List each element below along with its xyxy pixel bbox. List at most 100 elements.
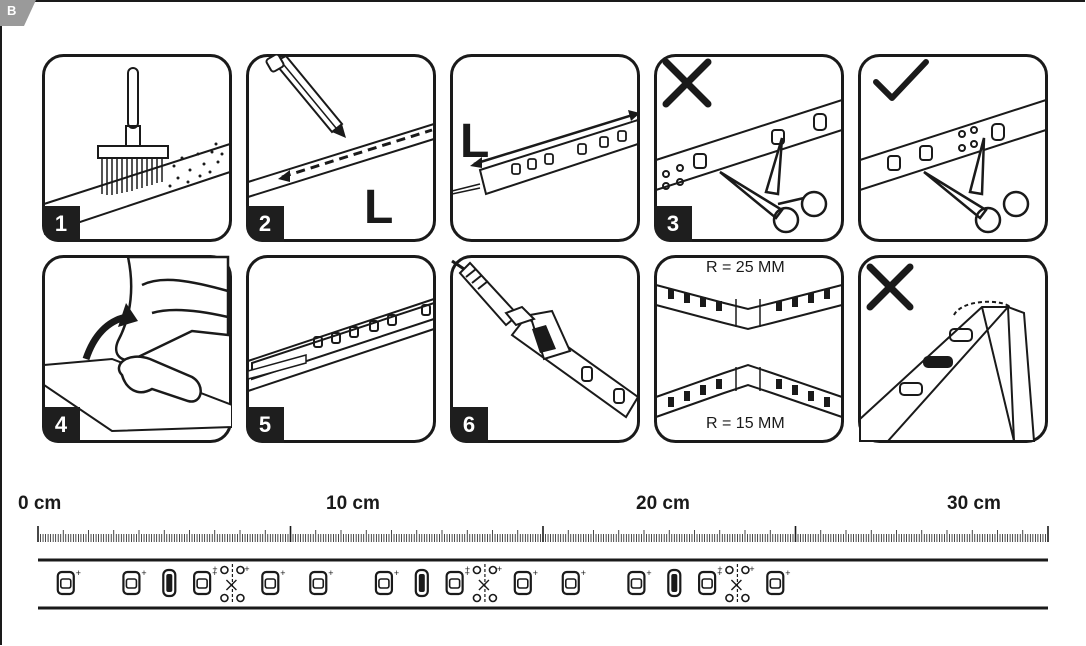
step-number-badge: 3	[654, 206, 692, 242]
no-sharp-bend-illustration	[858, 255, 1048, 443]
panel-no-sharp-bend	[858, 255, 1048, 443]
resistor-icon	[414, 568, 429, 598]
panel-strip-length: L	[450, 54, 640, 242]
led-chip-icon: +	[766, 568, 791, 596]
led-chips-icon	[511, 130, 627, 175]
length-letter: L	[364, 181, 394, 234]
led-chip-icon: +	[513, 568, 538, 596]
cut-correct-illustration	[858, 54, 1048, 242]
ruler-label-30: 30 cm	[947, 493, 1001, 514]
measure-length-illustration	[246, 54, 436, 242]
arrow-left-icon	[470, 157, 482, 168]
led-chip-icon: +	[445, 568, 470, 596]
svg-text:+: +	[717, 568, 722, 578]
led-chips-icon	[581, 366, 625, 404]
svg-text:+: +	[646, 568, 651, 578]
step-number-badge: 4	[42, 407, 80, 443]
panel-connect-power: 6	[450, 255, 640, 443]
dimension-arrow	[473, 112, 637, 166]
cut-wrong-illustration	[654, 54, 844, 242]
radius-label-bottom: R = 15 MM	[706, 415, 785, 432]
svg-text:+: +	[76, 568, 81, 578]
measurement-ruler	[37, 526, 1049, 542]
svg-text:+: +	[465, 568, 470, 578]
panel-bend-radius: R = 25 MM R = 15 MM	[654, 255, 844, 443]
pencil-icon	[265, 54, 346, 138]
panel-cut-wrong: 3	[654, 54, 844, 242]
led-chip-icon: +	[374, 568, 399, 596]
wrong-cross-icon	[866, 263, 914, 311]
apply-strip-illustration	[246, 255, 436, 443]
svg-text:+: +	[497, 564, 502, 574]
led-chip-icon: +	[561, 568, 586, 596]
hand-icon	[115, 255, 230, 403]
led-chips-icon	[313, 304, 431, 348]
ruler-label-10: 10 cm	[326, 493, 380, 514]
arrow-head-icon	[118, 303, 138, 327]
scissors-icon	[923, 137, 1030, 234]
led-chips-icon	[662, 113, 827, 190]
resistor-icon	[162, 568, 177, 598]
led-chip-icon: +	[309, 568, 334, 596]
section-tag-label: B	[7, 3, 17, 18]
svg-text:+: +	[581, 568, 586, 578]
power-plug-icon	[451, 259, 536, 327]
svg-text:+: +	[785, 568, 790, 578]
strip-length-illustration	[450, 54, 640, 242]
svg-text:+: +	[328, 568, 333, 578]
wrong-cross-icon	[662, 58, 712, 108]
radius-label-top: R = 25 MM	[706, 259, 785, 276]
step-number-badge: 6	[450, 407, 488, 443]
svg-text:+: +	[141, 568, 146, 578]
correct-check-icon	[873, 59, 929, 101]
brush-icon	[97, 67, 169, 195]
resistor-icon	[667, 568, 682, 598]
panel-cut-correct	[858, 54, 1048, 242]
cut-mark-icon: ++	[212, 564, 250, 604]
svg-text:+: +	[717, 564, 722, 574]
panel-peel-backing: 4	[42, 255, 232, 443]
dust-dots-icon	[168, 142, 224, 188]
connect-power-illustration	[450, 255, 640, 443]
scissors-icon	[719, 137, 828, 234]
step-number-badge: 2	[246, 206, 284, 242]
panel-apply-strip: 5	[246, 255, 436, 443]
led-strip-diagram: ++++++++++++++++++	[38, 558, 1048, 610]
led-chips-icon	[899, 328, 973, 396]
panel-clean-surface: 1	[42, 54, 232, 242]
led-chips-icon	[668, 289, 830, 311]
svg-text:+: +	[244, 564, 249, 574]
cut-mark-icon: ++	[717, 564, 755, 604]
led-chip-icon: +	[627, 568, 652, 596]
led-chip-icon: +	[122, 568, 147, 596]
ruler-label-20: 20 cm	[636, 493, 690, 514]
svg-text:+: +	[394, 568, 399, 578]
cut-mark-icon: ++	[465, 564, 502, 604]
led-chip-icon: +	[698, 568, 722, 596]
led-chip-icon: +	[193, 568, 217, 596]
step-number-badge: 5	[246, 407, 284, 443]
ruler-label-0: 0 cm	[18, 493, 62, 514]
section-tag: B	[0, 0, 36, 26]
bend-radius-illustration	[654, 255, 844, 443]
measure-line	[281, 128, 433, 179]
bend-dashed-icon	[953, 300, 1011, 316]
peel-backing-illustration	[42, 255, 232, 443]
arrow-right-icon	[628, 110, 640, 121]
svg-text:+: +	[465, 564, 470, 574]
svg-text:+: +	[212, 568, 217, 578]
svg-text:+: +	[533, 568, 538, 578]
led-chips-icon	[887, 123, 1005, 171]
panel-measure-length: L 2	[246, 54, 436, 242]
arrow-left-icon	[278, 170, 290, 182]
length-letter: L	[460, 115, 490, 168]
svg-text:+: +	[212, 564, 217, 574]
led-chip-icon: +	[56, 568, 81, 596]
led-chips-icon	[668, 379, 830, 407]
section-tag-shape	[0, 0, 36, 26]
led-chip-icon: +	[261, 568, 286, 596]
step-number-badge: 1	[42, 206, 80, 242]
svg-text:+: +	[280, 568, 285, 578]
svg-text:+: +	[749, 564, 754, 574]
